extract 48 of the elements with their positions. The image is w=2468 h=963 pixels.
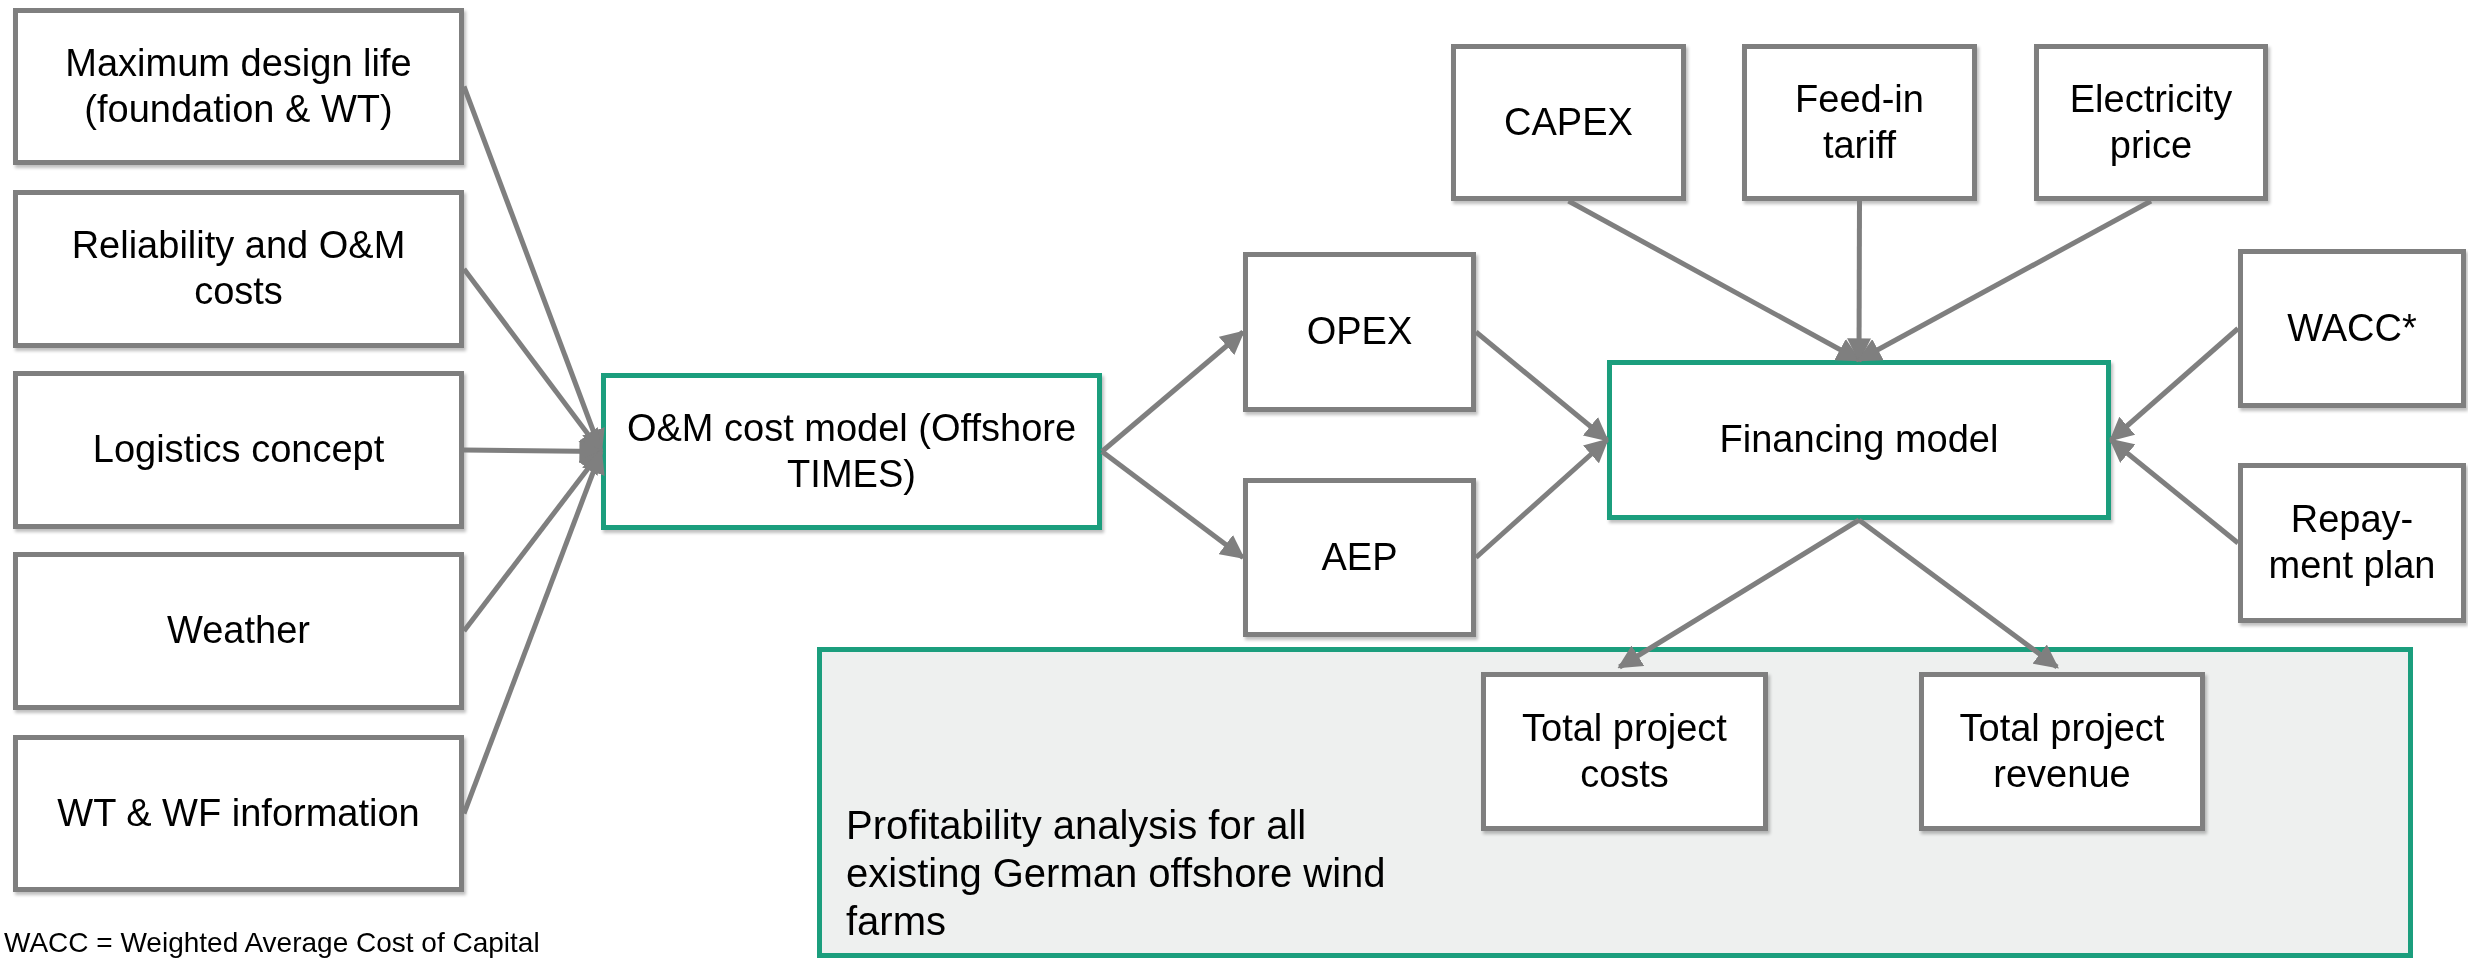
box-label: OPEX bbox=[1306, 309, 1413, 355]
input-box bbox=[2238, 463, 2466, 623]
arrow bbox=[1474, 438, 1609, 560]
box-label: Maximum design life (foundation & WT) bbox=[64, 40, 413, 132]
input-box bbox=[1742, 44, 1977, 201]
box-label: Repay-ment plan bbox=[2267, 497, 2437, 588]
model-box bbox=[601, 373, 1102, 530]
input-box bbox=[1919, 672, 2205, 831]
input-box bbox=[13, 8, 464, 165]
box-label: Total project revenue bbox=[1958, 705, 2166, 797]
input-box bbox=[1243, 252, 1476, 412]
arrow bbox=[461, 85, 605, 454]
model-box bbox=[1607, 360, 2111, 520]
arrow bbox=[1100, 330, 1245, 454]
input-box bbox=[13, 371, 464, 529]
panel-title: Profitability analysis for all existing German offshore wind farms bbox=[846, 802, 1387, 945]
arrow bbox=[1856, 198, 2153, 363]
box-label: Financing model bbox=[1719, 417, 1999, 463]
arrow bbox=[1857, 518, 2059, 669]
input-box bbox=[1481, 672, 1768, 831]
box-label: O&M cost model (Offshore TIMES) bbox=[625, 405, 1078, 497]
box-label: Logistics concept bbox=[92, 427, 385, 473]
arrow bbox=[1617, 517, 1861, 670]
arrow bbox=[2109, 326, 2240, 442]
arrow bbox=[1474, 330, 1609, 442]
input-box bbox=[1243, 478, 1476, 637]
box-label: Reliability and O&M costs bbox=[70, 223, 407, 314]
input-box bbox=[2238, 249, 2466, 408]
box-label: Electricity price bbox=[2068, 76, 2234, 168]
input-box bbox=[13, 735, 464, 892]
box-label: Total project costs bbox=[1521, 705, 1728, 797]
arrow bbox=[463, 439, 604, 464]
box-label: CAPEX bbox=[1504, 99, 1633, 145]
footnote: WACC = Weighted Average Cost of Capital bbox=[4, 926, 540, 960]
input-box bbox=[2034, 44, 2268, 201]
arrow bbox=[2109, 438, 2240, 545]
arrow bbox=[1847, 201, 1872, 363]
arrow bbox=[1100, 449, 1245, 560]
input-box bbox=[1451, 44, 1686, 201]
analysis-panel bbox=[817, 647, 2413, 958]
arrow bbox=[461, 449, 605, 815]
box-label: Weather bbox=[167, 608, 310, 654]
box-label: Feed-in tariff bbox=[1794, 76, 1925, 168]
input-box bbox=[13, 190, 464, 348]
box-label: WACC* bbox=[2287, 305, 2417, 351]
box-label: AEP bbox=[1321, 534, 1398, 580]
box-label: WT & WF information bbox=[57, 790, 420, 836]
input-box bbox=[13, 552, 464, 710]
